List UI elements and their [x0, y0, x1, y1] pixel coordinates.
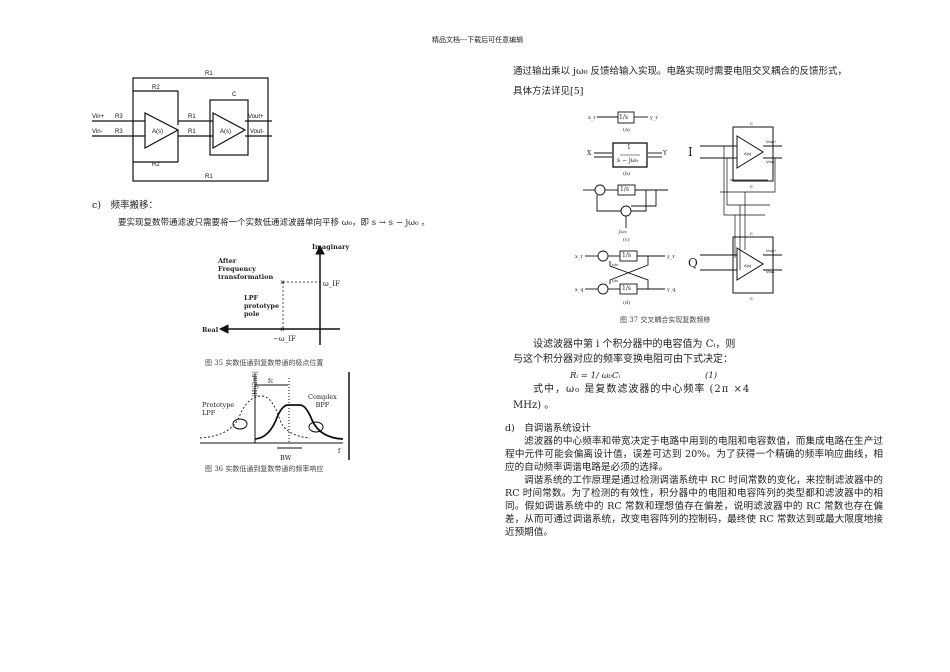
svg-text:R2: R2	[152, 85, 160, 91]
svg-text:C: C	[750, 231, 753, 236]
fc-label: fc	[268, 378, 274, 385]
svg-text:R1: R1	[188, 129, 196, 135]
para-1a: 设滤波器中第 i 个积分器中的电容值为 Cᵢ，则	[533, 339, 736, 350]
svg-text:R1: R1	[188, 114, 196, 120]
svg-text:Vout-: Vout-	[250, 129, 264, 135]
svg-text:R3: R3	[115, 129, 123, 135]
svg-text:R2: R2	[152, 162, 160, 168]
page-header: 精品文档---下载后可任意编辑	[432, 36, 524, 44]
xr-label-d: x_r	[575, 254, 583, 260]
cross-coupling-block-diagrams	[583, 111, 668, 295]
svg-text:Vout+: Vout+	[766, 139, 777, 144]
svg-text:×: ×	[280, 325, 285, 334]
iq-cross-coupled-circuit: A(s) A(s) Vout+ Vout- Vout+ Vout- C C C C	[700, 121, 782, 301]
figure-36-caption: 图 36 实数低通到复数带通的频率响应	[205, 465, 324, 473]
label-c: (c)	[623, 237, 630, 243]
formula: Rᵢ = 1/ ω₀Cᵢ	[570, 371, 621, 381]
w0-label: ω₀	[612, 262, 619, 268]
figure-37-caption: 图 37 交叉耦合实现复数频移	[620, 316, 711, 324]
svg-text:R3: R3	[115, 114, 123, 120]
figure-35-caption: 图 35 实数低通到复数带通的极点位置	[205, 359, 324, 367]
svg-text:Vout+: Vout+	[766, 248, 777, 253]
y-axis-label: |H(j2πf)|	[251, 371, 259, 397]
svg-text:A(s): A(s)	[220, 129, 231, 135]
svg-text:Vout-: Vout-	[766, 159, 776, 164]
x-label: X	[587, 150, 592, 157]
yq-label: y_q	[667, 287, 676, 293]
xr-label: x_r	[588, 115, 596, 121]
tf-numerator: 1	[627, 144, 631, 151]
svg-text:C: C	[750, 121, 753, 126]
svg-text:Vin-: Vin-	[92, 129, 103, 135]
yr-label-d: y_r	[667, 254, 675, 260]
para-1b: 与这个积分器对应的频率变换电阻可由下式决定：	[513, 354, 733, 365]
y-label: Y	[663, 150, 667, 157]
imaginary-label: Imaginary	[312, 243, 350, 251]
svg-text:C: C	[232, 92, 237, 98]
section-c-text: 要实现复数带通滤波只需要将一个实数低通滤波器单向平移 ω₀，即 s → s − …	[118, 218, 430, 228]
integrator-c: 1/s	[620, 186, 629, 193]
svg-text:A(s): A(s)	[744, 263, 752, 268]
svg-text:A(s): A(s)	[744, 151, 752, 156]
real-label: Real	[202, 326, 219, 334]
section-d-heading: d) 自调谐系统设计	[505, 423, 591, 434]
bw-label: BW	[280, 454, 292, 462]
frequency-response-diagram	[199, 372, 350, 460]
jw0-label: jω₀	[619, 229, 627, 235]
svg-text:Vout-: Vout-	[766, 269, 776, 274]
yr-label: y_r	[650, 115, 658, 121]
tf-denominator: s − jω₀	[617, 157, 639, 164]
integrator-d1: 1/s	[622, 252, 631, 259]
svg-text:R1: R1	[205, 71, 213, 77]
formula-number: (1)	[705, 371, 718, 381]
xq-label: x_q	[575, 287, 584, 293]
svg-text:R1: R1	[205, 174, 213, 180]
section-c-heading: c) 频率搬移：	[92, 200, 159, 211]
label-a: (a)	[623, 127, 630, 133]
svg-text:C: C	[750, 296, 753, 301]
neg-w-if-label: −ω_IF	[273, 335, 296, 343]
para-2b: MHz) 。	[513, 400, 555, 411]
intro-text: 通过输出乘以 jω₀ 反馈给输入实现。电路实现时需要电阻交叉耦合的反馈形式，	[513, 66, 848, 77]
w-if-label: ω_IF	[323, 280, 340, 288]
svg-text:×: ×	[280, 278, 285, 287]
svg-text:Vin+: Vin+	[92, 114, 105, 120]
paragraph-4: 调谐系统的工作原理是通过检测调谐系统中 RC 时间常数的变化，来控制滤波器中的 …	[505, 475, 883, 538]
integrator-d2: 1/s	[622, 285, 631, 292]
intro-text-2: 具体方法详见[5]	[513, 86, 584, 97]
svg-text:A(s): A(s)	[152, 129, 163, 135]
label-d: (d)	[623, 300, 631, 306]
svg-text:Vout+: Vout+	[248, 114, 264, 120]
w0-label-2: ω₀	[612, 278, 619, 284]
i-channel-label: I	[688, 145, 693, 159]
label-b: (b)	[623, 171, 631, 177]
pole-location-diagram: × ×	[218, 244, 340, 345]
q-channel-label: Q	[688, 256, 698, 270]
f-label: f	[338, 448, 341, 455]
para-2a: 式中，ω₀ 是复数滤波器的中心频率 (2π ×4	[533, 384, 751, 395]
integrator-a: 1/s	[619, 114, 628, 121]
paragraph-3: 滤波器的中心频率和带宽决定于电路中用到的电阻和电容数值，而集成电路在生产过程中元…	[505, 436, 883, 473]
svg-text:C: C	[750, 184, 753, 189]
